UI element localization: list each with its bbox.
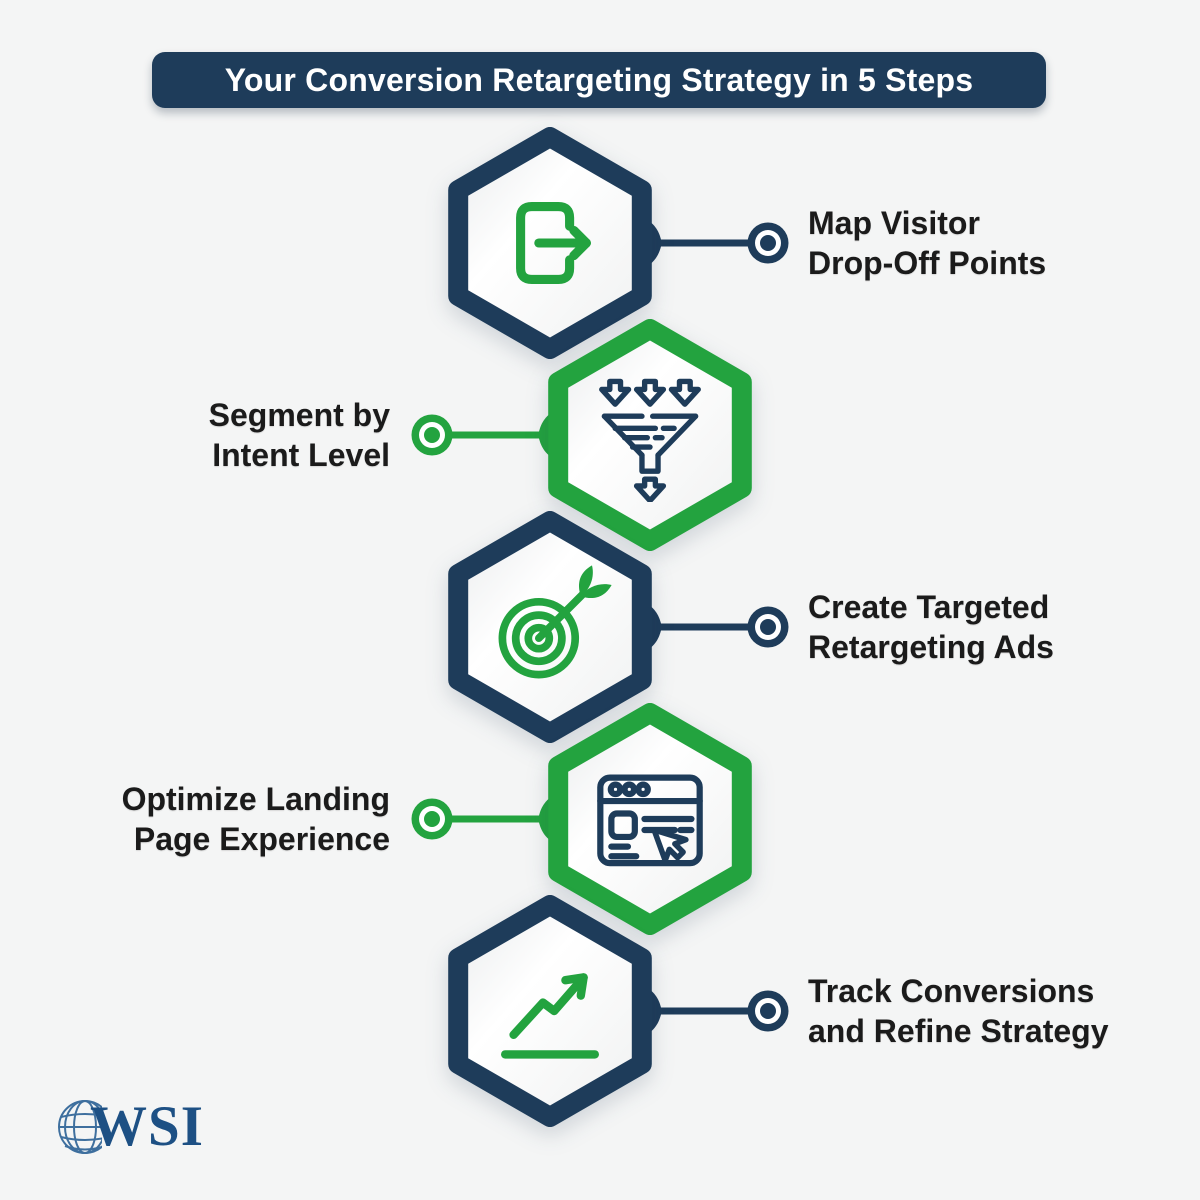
step-label-line: Intent Level	[212, 437, 390, 473]
step-label: Segment by Intent Level	[209, 395, 390, 475]
wsi-logo-text: WSI	[90, 1095, 204, 1158]
step-label-line: Retargeting Ads	[808, 629, 1054, 665]
step-label-line: Track Conversions	[808, 973, 1095, 1009]
step-label: Map Visitor Drop-Off Points	[808, 203, 1046, 283]
step-label-line: Map Visitor	[808, 205, 980, 241]
globe-icon	[56, 1096, 102, 1158]
connector-line	[640, 216, 789, 270]
wsi-logo: WSI	[56, 1096, 204, 1158]
connector-line	[411, 792, 560, 846]
step-hexagon	[445, 125, 655, 361]
connector-line	[640, 984, 789, 1038]
step-label: Optimize Landing Page Experience	[122, 779, 390, 859]
step-label-line: Drop-Off Points	[808, 245, 1047, 281]
step-label-line: Segment by	[208, 397, 390, 433]
funnel-icon	[599, 378, 701, 502]
step-hexagon	[445, 509, 655, 745]
connector-line	[640, 600, 789, 654]
step-label-line: and Refine Strategy	[808, 1013, 1109, 1049]
step-hexagon	[545, 317, 755, 553]
step-label-line: Page Experience	[133, 821, 390, 857]
trend-chart-icon	[501, 973, 599, 1059]
connector-line	[411, 408, 560, 462]
step-label-line: Create Targeted	[808, 589, 1050, 625]
step-label: Track Conversions and Refine Strategy	[808, 971, 1109, 1051]
page-title: Your Conversion Retargeting Strategy in …	[152, 52, 1046, 108]
step-label: Create Targeted Retargeting Ads	[808, 587, 1054, 667]
step-hexagon	[445, 893, 655, 1129]
step-hexagon	[545, 701, 755, 937]
step-label-line: Optimize Landing	[121, 781, 390, 817]
exit-icon	[516, 202, 591, 284]
target-icon	[498, 565, 612, 679]
browser-icon	[597, 774, 703, 867]
